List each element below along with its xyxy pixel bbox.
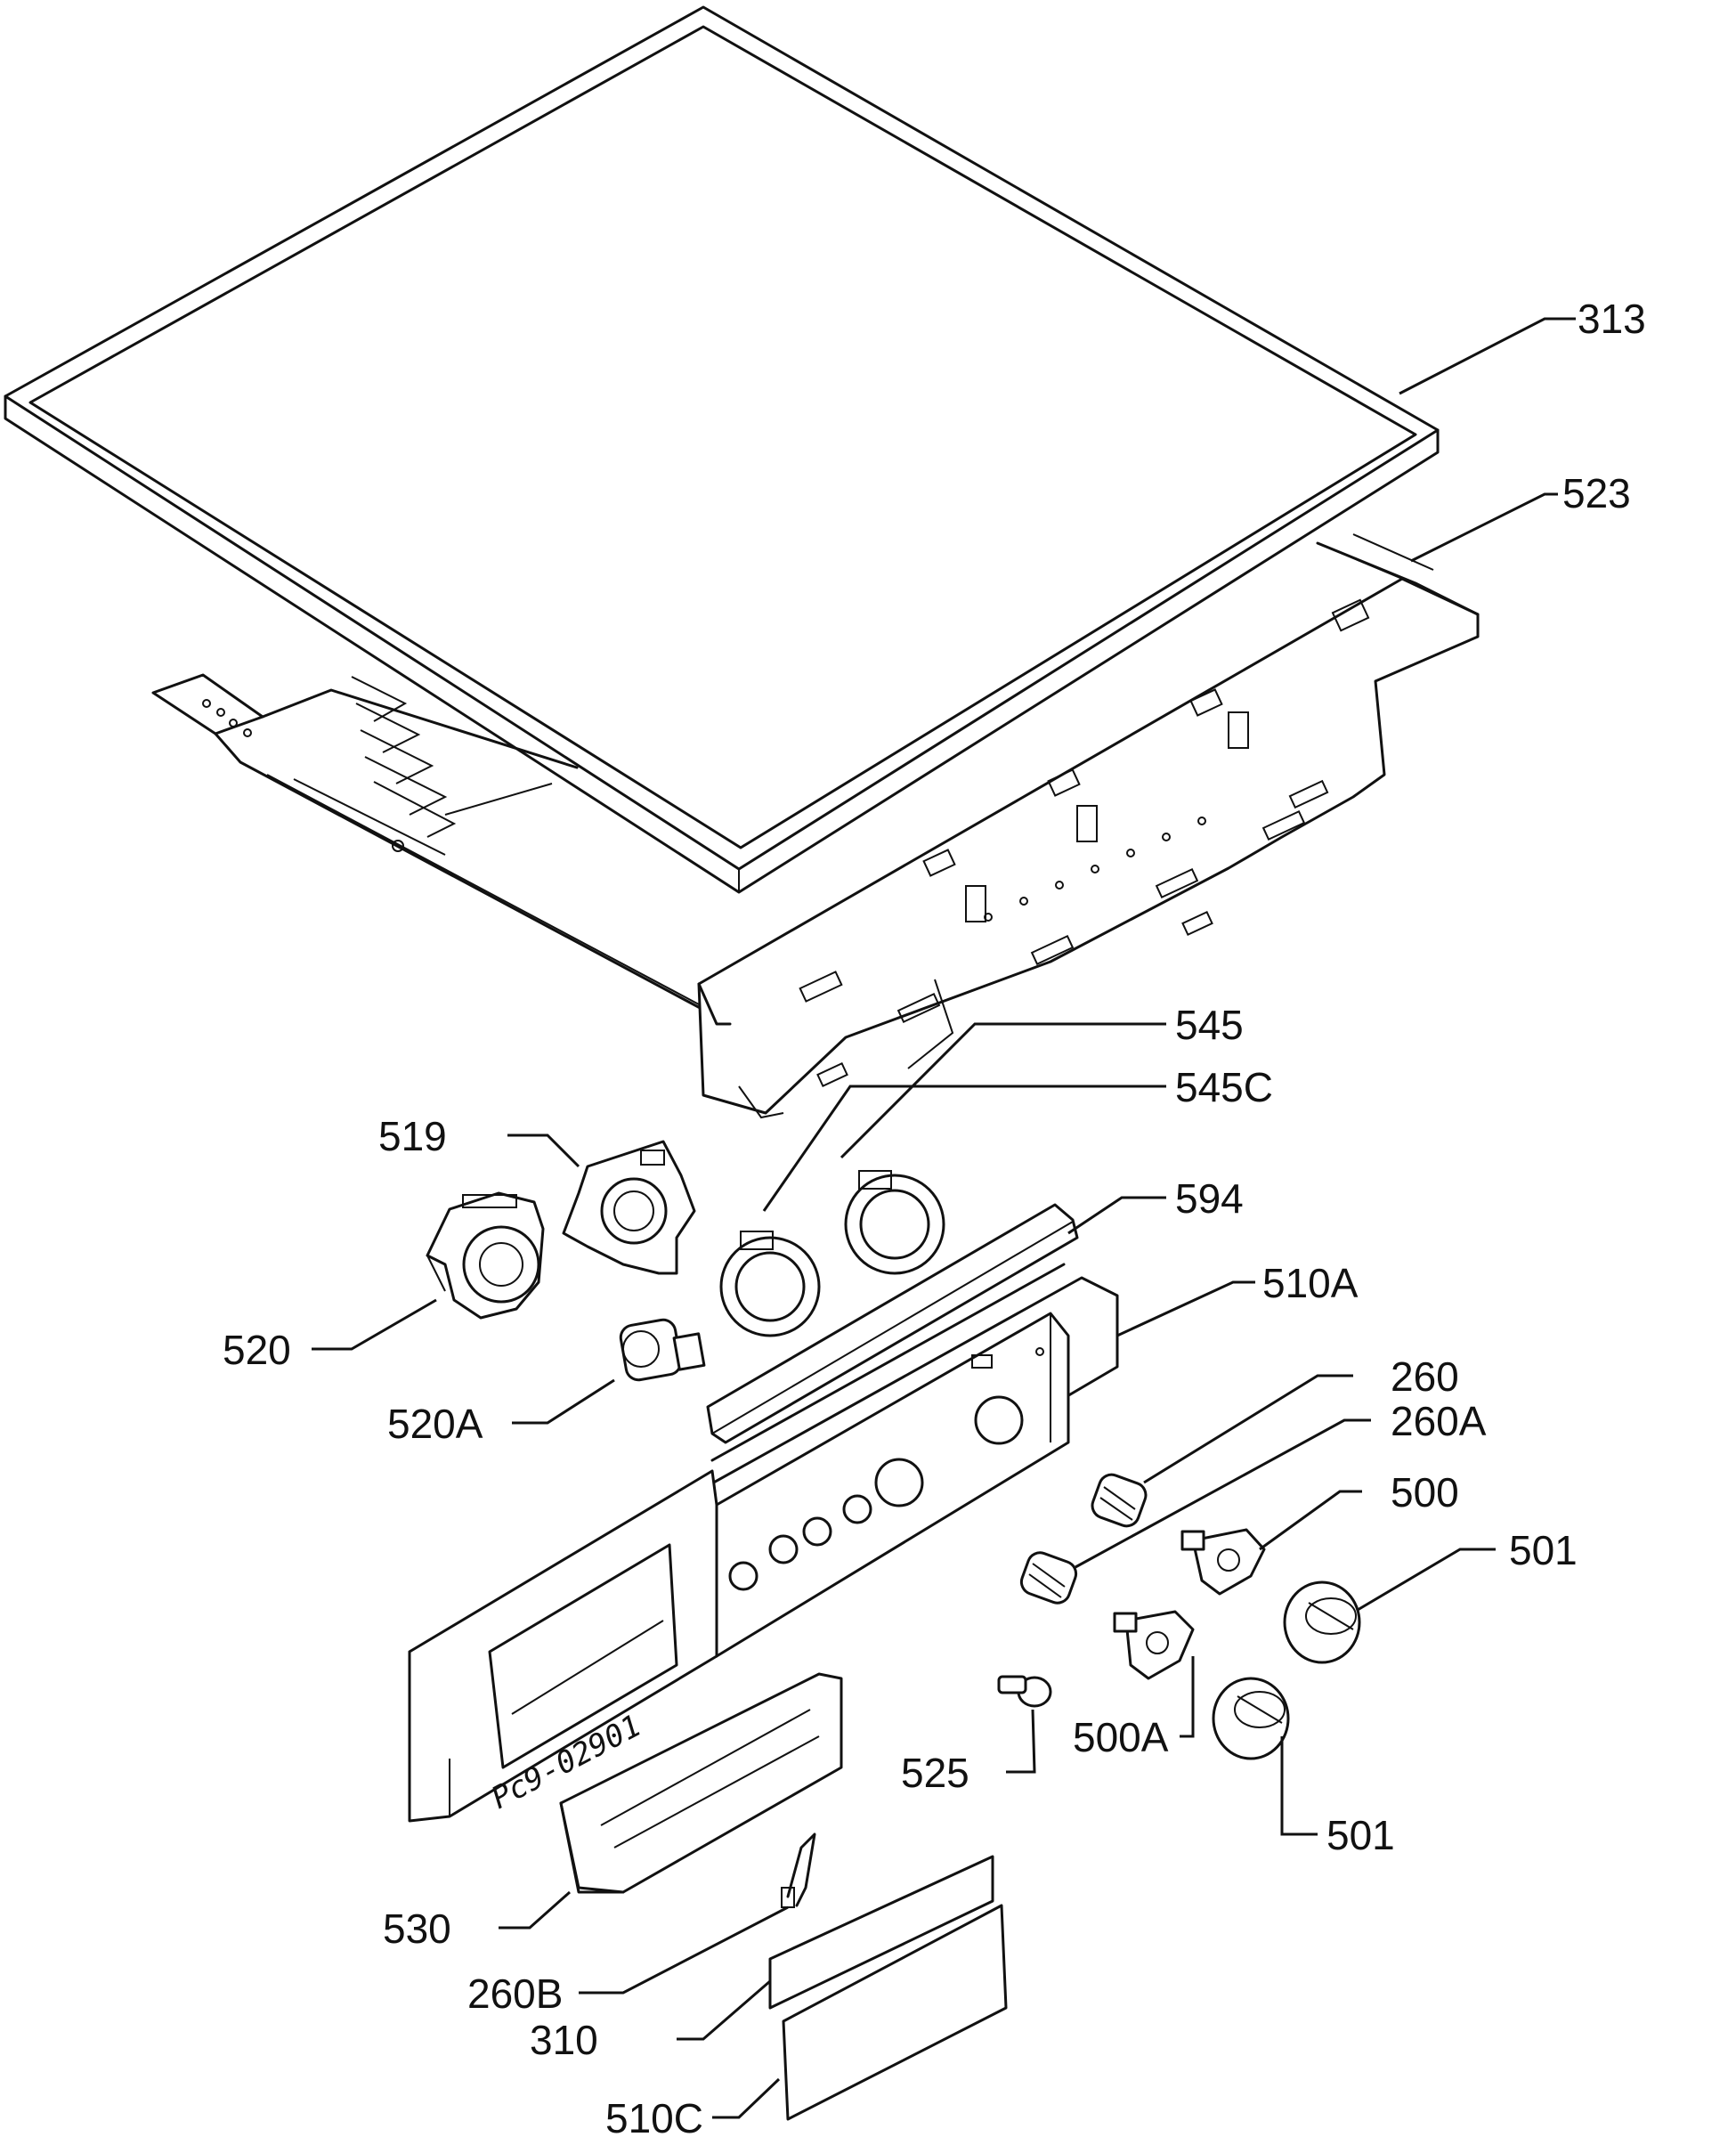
part-520-switch [426, 1191, 545, 1320]
part-525-pin [997, 1675, 1052, 1708]
part-260-spring [1091, 1473, 1148, 1528]
part-545c-knob-ring [844, 1170, 945, 1275]
callout-520: 520 [223, 1327, 291, 1373]
callout-260: 260 [1391, 1353, 1459, 1400]
part-310-plate [768, 1855, 994, 2010]
callout-313: 313 [1578, 296, 1646, 342]
part-520a-adapter [619, 1318, 706, 1382]
callout-501-lower: 501 [1326, 1812, 1395, 1858]
callout-519: 519 [378, 1113, 447, 1159]
part-260b-clip [781, 1832, 816, 1908]
callout-594: 594 [1175, 1175, 1244, 1222]
leader-lines [312, 317, 1576, 2119]
callout-500: 500 [1391, 1469, 1459, 1515]
part-530-drawer-handle [559, 1672, 843, 1894]
callout-545: 545 [1175, 1002, 1244, 1048]
part-510a-control-panel [408, 1263, 1119, 1823]
callout-510c: 510C [605, 2095, 703, 2137]
callout-520a: 520A [387, 1401, 483, 1447]
part-545-knob-ring [719, 1231, 821, 1337]
part-519-selector-bracket [562, 1140, 696, 1275]
callout-523: 523 [1562, 470, 1631, 516]
part-500-cam [1180, 1528, 1266, 1596]
part-500a-cam [1113, 1610, 1195, 1680]
part-510c-cover [782, 1904, 1008, 2121]
part-501-knob-upper [1283, 1580, 1361, 1664]
callout-530: 530 [383, 1905, 451, 1952]
callout-500a: 500A [1073, 1714, 1169, 1760]
callout-260b: 260B [467, 1970, 563, 2017]
part-260a-spring [1019, 1551, 1078, 1605]
callout-501-upper: 501 [1509, 1527, 1578, 1573]
callout-260a: 260A [1391, 1398, 1487, 1444]
callout-310: 310 [530, 2017, 598, 2063]
callout-510a: 510A [1262, 1260, 1359, 1306]
callout-525: 525 [901, 1750, 969, 1796]
callout-545c: 545C [1175, 1064, 1273, 1110]
part-313-top-cover [4, 5, 1440, 894]
part-523-panel-frame [151, 533, 1480, 1119]
callouts: 313 523 545 545C 519 594 520 510A 520A 2… [223, 296, 1646, 2137]
part-594-strip [706, 1203, 1079, 1444]
part-501-knob-lower [1212, 1677, 1290, 1760]
